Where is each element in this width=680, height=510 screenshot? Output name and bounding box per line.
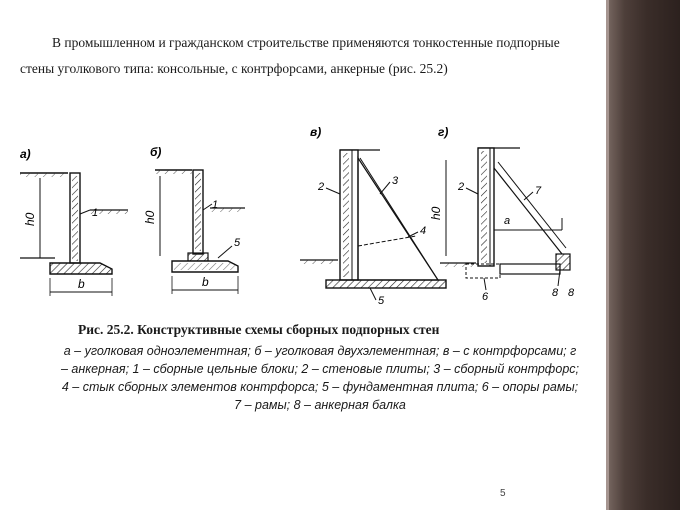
panel-v-callout-5: 5: [378, 295, 385, 307]
panel-v-callout-4: 4: [420, 225, 426, 237]
panel-v: в) 2 3 4 5: [300, 125, 447, 307]
panel-g-callout-6: 6: [482, 291, 489, 303]
panel-b-letter: б): [150, 145, 161, 159]
panel-g-callout-8a: 8: [552, 287, 559, 299]
panel-v-callout-3: 3: [392, 175, 399, 187]
panel-a-callout-1: 1: [92, 207, 98, 219]
panel-g-letter: г): [438, 125, 448, 139]
caption-title: Рис. 25.2. Конструктивные схемы сборных …: [78, 322, 440, 337]
panel-g-callout-7: 7: [535, 185, 542, 197]
decorative-side-band: [606, 0, 680, 510]
panel-b-callout-5: 5: [234, 237, 241, 249]
panel-b-height-label: h0: [143, 210, 157, 224]
panel-g-height-label: h0: [429, 206, 443, 220]
intro-paragraph: В промышленном и гражданском строительст…: [20, 35, 560, 76]
panel-g: г) h0 2 7 a: [429, 125, 575, 303]
panel-b-width-label: b: [202, 275, 209, 289]
panel-g-callout-8b: 8: [568, 287, 575, 299]
caption-body: а – уголковая одноэлементная; б – уголко…: [61, 344, 579, 412]
panel-g-callout-a: a: [504, 215, 510, 227]
panel-a-letter: а): [20, 147, 31, 161]
panel-v-callout-2: 2: [317, 181, 324, 193]
retaining-wall-figure: а) h0 1 b б): [20, 125, 575, 307]
slide: В промышленном и гражданском строительст…: [20, 35, 579, 499]
panel-a-height-label: h0: [23, 212, 37, 226]
panel-a: а) h0 1 b: [20, 147, 128, 296]
panel-b-callout-1: 1: [212, 199, 218, 211]
panel-v-letter: в): [310, 125, 321, 139]
panel-g-callout-2: 2: [457, 181, 464, 193]
panel-b: б) h0 1 5 b: [143, 145, 245, 294]
page-number: 5: [500, 488, 506, 499]
panel-a-width-label: b: [78, 277, 85, 291]
